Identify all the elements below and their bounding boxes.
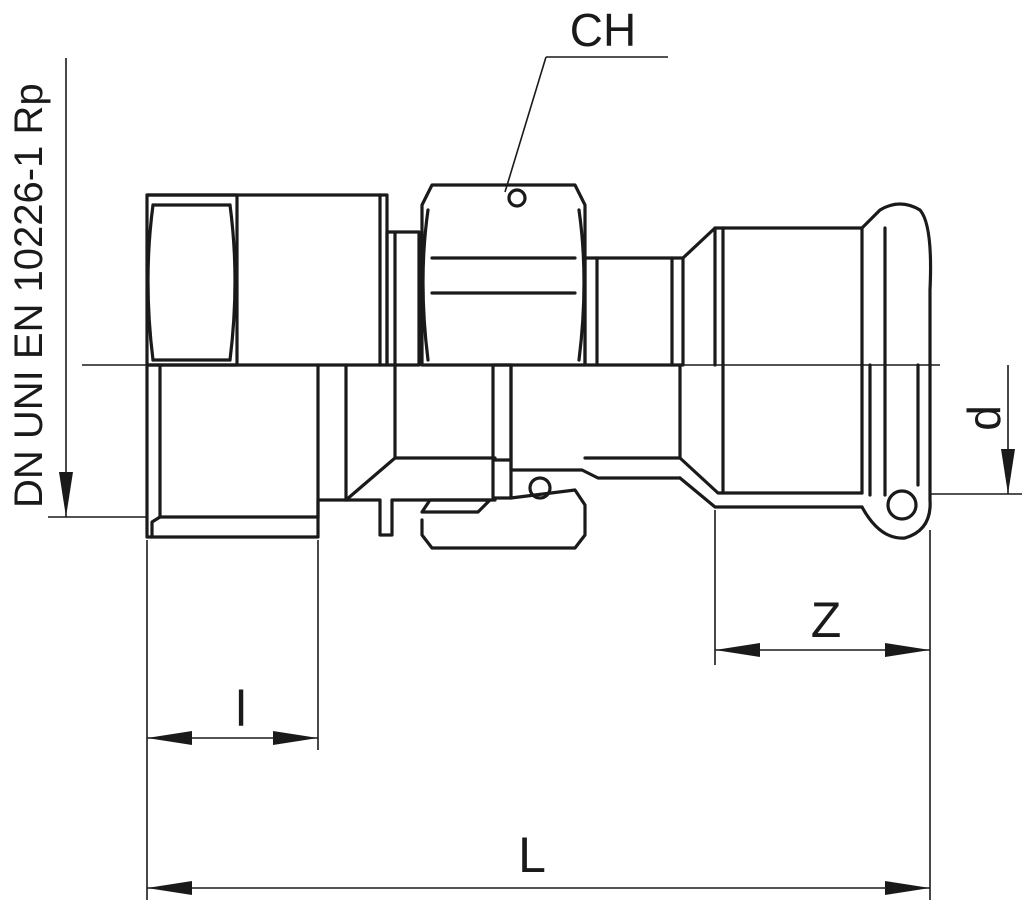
dimension-l: l bbox=[147, 681, 318, 745]
dimension-l-label: l bbox=[235, 681, 246, 737]
threaded-body-upper bbox=[145, 193, 389, 367]
dimension-L-label: L bbox=[518, 827, 546, 883]
dimension-dn-label: DN UNI EN 10226-1 Rp bbox=[7, 83, 51, 508]
dimension-d-label: d bbox=[958, 405, 1010, 431]
dimension-dn: DN UNI EN 10226-1 Rp bbox=[7, 58, 73, 517]
dimension-z: Z bbox=[715, 592, 930, 657]
extension-lines bbox=[48, 493, 1022, 900]
section-lower bbox=[145, 363, 932, 550]
dimension-d: d bbox=[958, 365, 1015, 494]
leader-ch: CH bbox=[504, 4, 668, 193]
dimension-z-label: Z bbox=[811, 592, 842, 648]
press-sleeve-upper bbox=[583, 202, 933, 367]
ch-label: CH bbox=[570, 4, 636, 56]
dimension-L: L bbox=[147, 827, 930, 895]
union-nut-upper bbox=[420, 183, 587, 367]
neck-upper bbox=[385, 230, 421, 367]
